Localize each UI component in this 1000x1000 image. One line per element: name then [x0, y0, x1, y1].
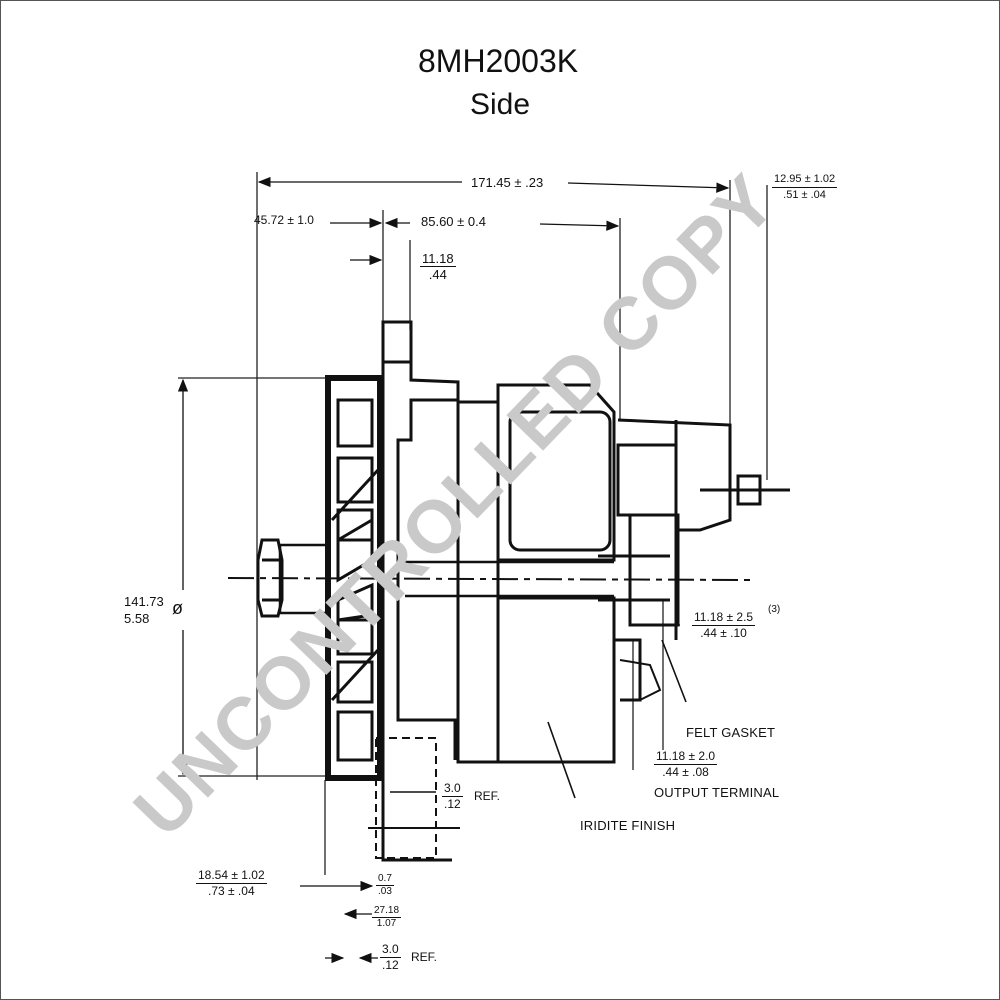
shaft-nut: [256, 538, 330, 618]
dim-terminal-offset-bottom: .51 ± .04: [783, 189, 826, 201]
dim-ref-upper-bottom: .12: [444, 797, 461, 811]
dim-rear-offset-note: (3): [768, 604, 781, 615]
dim-terminal-offset: 12.95 ± 1.02 .51 ± .04: [772, 172, 838, 203]
dim-terminal-length: 11.18 ± 2.0 .44 ± .08: [654, 749, 718, 780]
page-title: 8MH2003K: [418, 43, 579, 79]
dim-bottom-left: 18.54 ± 1.02 .73 ± .04: [196, 868, 267, 899]
dim-bottom-left-top: 18.54 ± 1.02: [196, 868, 267, 884]
label-output-terminal: OUTPUT TERMINAL: [654, 785, 780, 800]
dim-diameter: 141.73 5.58: [124, 593, 164, 627]
dim-bottom-small-top: 0.7: [376, 873, 394, 886]
dim-bottom-mid-top: 27.18: [372, 905, 402, 918]
dim-terminal-length-top: 11.18 ± 2.0: [654, 749, 718, 765]
diameter-symbol: ø: [172, 598, 183, 618]
dim-pulley-width-bottom: .44: [428, 267, 447, 282]
dim-body-length: 85.60 ± 0.4: [418, 214, 489, 229]
front-housing: [368, 320, 460, 862]
dim-ref-lower-suffix: REF.: [411, 950, 438, 964]
dim-ref-lower-bottom: .12: [382, 958, 399, 972]
dim-pulley-width: 11.18 .44: [420, 251, 456, 282]
extension-lines: [178, 172, 768, 875]
dim-ref-upper: 3.0 .12: [442, 781, 463, 812]
dim-front-offset: 45.72 ± 1.0: [254, 213, 314, 227]
label-felt-gasket: FELT GASKET: [686, 725, 776, 740]
dim-diameter-bottom: 5.58: [124, 611, 150, 626]
dim-overall-length: 171.45 ± .23: [468, 175, 547, 190]
dim-ref-lower: 3.0 .12: [380, 942, 401, 973]
dimension-lines: [177, 176, 730, 964]
leader-lines: [390, 639, 687, 799]
dim-ref-upper-top: 3.0: [442, 781, 463, 797]
dim-ref-lower-top: 3.0: [380, 942, 401, 958]
dim-rear-offset: 11.18 ± 2.5 .44 ± .10: [692, 610, 756, 641]
stator-body: [405, 383, 616, 764]
dim-bottom-small-bottom: .03: [378, 886, 392, 897]
dim-pulley-width-top: 11.18: [420, 251, 456, 267]
label-iridite-finish: IRIDITE FINISH: [580, 818, 676, 833]
dim-rear-offset-top: 11.18 ± 2.5: [692, 610, 756, 626]
dim-ref-upper-suffix: REF.: [474, 789, 501, 803]
shaft-centerline: [227, 577, 753, 581]
dim-rear-offset-bottom: .44 ± .10: [700, 626, 747, 640]
dim-bottom-left-bottom: .73 ± .04: [208, 884, 255, 898]
dim-bottom-mid: 27.18 1.07: [372, 905, 402, 930]
dim-bottom-mid-bottom: 1.07: [376, 918, 397, 929]
dim-terminal-offset-top: 12.95 ± 1.02: [772, 172, 838, 188]
page-subtitle: Side: [470, 88, 531, 121]
dim-diameter-top: 141.73: [124, 594, 164, 609]
dim-terminal-length-bottom: .44 ± .08: [662, 765, 709, 779]
rear-housing: [598, 418, 790, 702]
dim-bottom-small: 0.7 .03: [376, 873, 394, 898]
